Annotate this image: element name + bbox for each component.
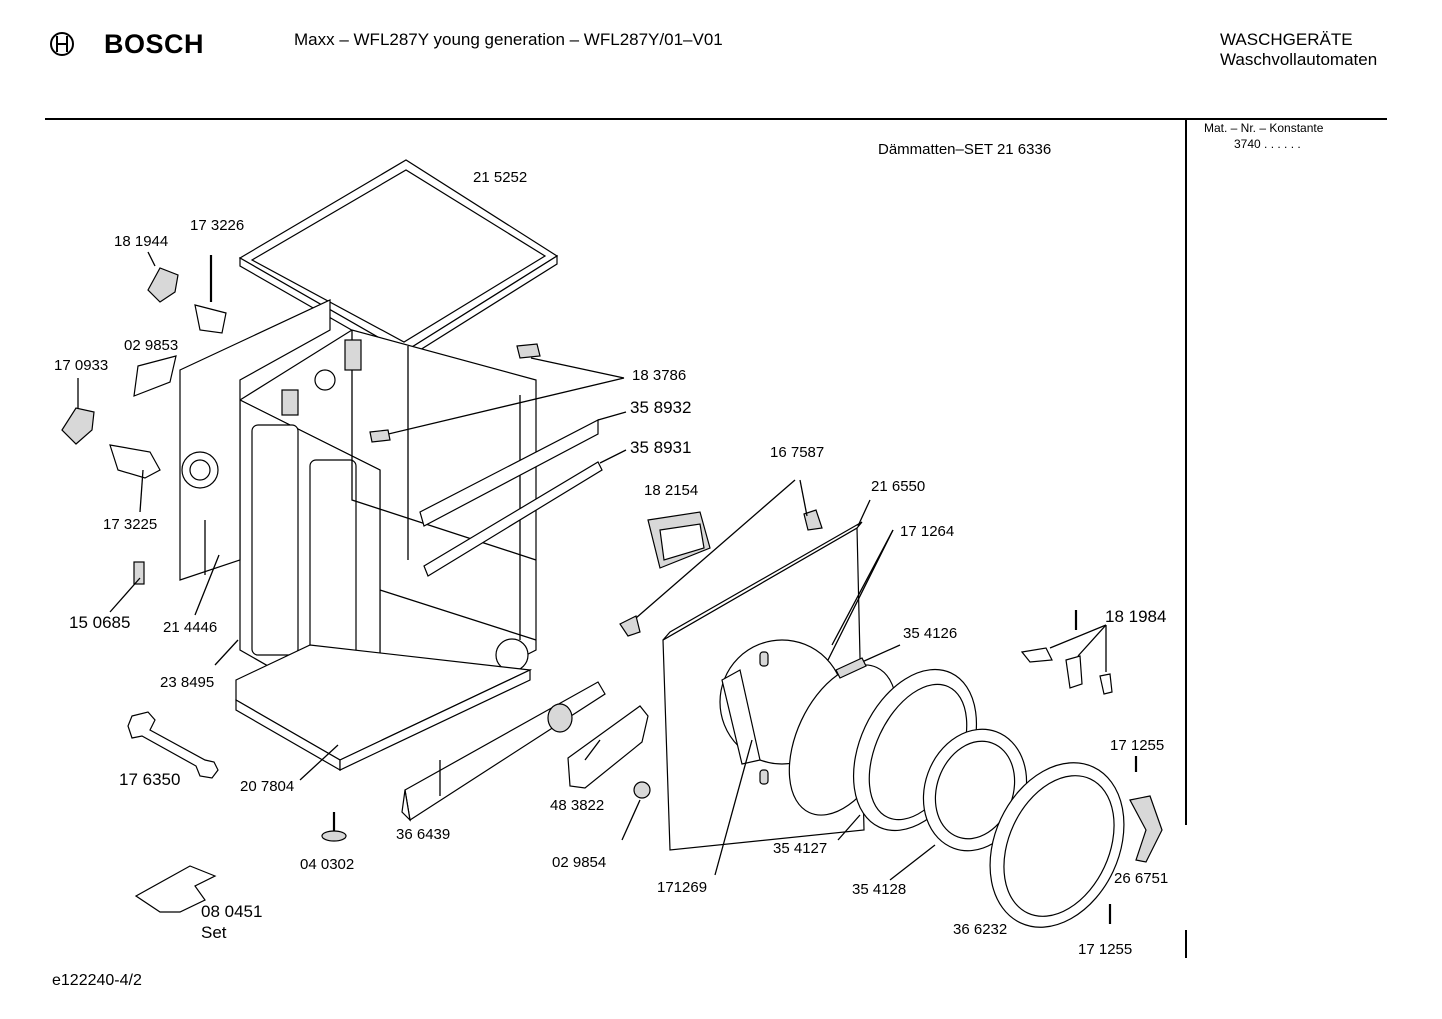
- part-label: 35 8931: [630, 438, 692, 457]
- page-title: Maxx – WFL287Y young generation – WFL287…: [294, 30, 723, 49]
- part-label: 35 8932: [630, 398, 692, 417]
- part-label: 18 3786: [632, 367, 687, 384]
- part-label: 04 0302: [300, 856, 355, 873]
- part-label: 35 4126: [903, 625, 958, 642]
- part-label: 02 9853: [124, 337, 179, 354]
- part-label: 17 3226: [190, 217, 245, 234]
- part-label: 17 1255: [1110, 737, 1165, 754]
- rails: [369, 343, 627, 577]
- part-label: 02 9854: [552, 854, 607, 871]
- bosch-logo-icon: [50, 32, 74, 56]
- part-label: 15 0685: [69, 613, 131, 632]
- part-label: 171269: [657, 879, 708, 896]
- category-line-1: WASCHGERÄTE: [1220, 30, 1353, 49]
- door-ring-outer: [989, 762, 1125, 928]
- part-label: 36 6232: [953, 921, 1008, 938]
- part-label: 20 7804: [240, 778, 295, 795]
- rear-panel: [179, 299, 331, 581]
- brand-name: BOSCH: [104, 29, 205, 59]
- part-label: 18 1944: [114, 233, 169, 250]
- door-glass: [889, 728, 1028, 881]
- part-label: 17 1255: [1078, 941, 1133, 958]
- part-label-set: Set: [201, 923, 227, 942]
- part-label: 26 6751: [1114, 870, 1169, 887]
- part-label: 17 0933: [54, 357, 109, 374]
- base-plate: [235, 644, 533, 772]
- part-label: 18 2154: [644, 482, 699, 499]
- part-label: 35 4128: [852, 881, 907, 898]
- shim-part: [134, 865, 217, 913]
- part-label: 21 6550: [871, 478, 926, 495]
- latch-parts: [1020, 624, 1113, 695]
- insulation-set-note: Dämmatten–SET 21 6336: [878, 141, 1052, 158]
- part-label: 21 5252: [473, 169, 528, 186]
- mat-nr-label: Mat. – Nr. – Konstante: [1204, 121, 1324, 135]
- part-label: 48 3822: [550, 797, 605, 814]
- part-label: 36 6439: [396, 826, 451, 843]
- part-label: 08 0451: [201, 902, 263, 921]
- part-label: 23 8495: [160, 674, 215, 691]
- part-label: 16 7587: [770, 444, 825, 461]
- front-strip: [401, 681, 651, 841]
- part-label: 17 3225: [103, 516, 158, 533]
- drawing-code: e122240-4/2: [52, 972, 142, 989]
- small-parts-left: [61, 251, 239, 666]
- part-label: 35 4127: [773, 840, 828, 857]
- part-label: 17 1264: [900, 523, 955, 540]
- hinge-parts: [1074, 610, 1163, 924]
- wrench-part: [127, 711, 219, 779]
- leader-207804: [299, 744, 339, 781]
- part-label: 21 4446: [163, 619, 218, 636]
- part-label: 17 6350: [119, 770, 181, 789]
- part-label: 18 1984: [1105, 607, 1167, 626]
- cabinet-frame: [238, 329, 537, 732]
- mat-nr-value: 3740 . . . . . .: [1234, 137, 1301, 151]
- door-lock: [647, 511, 711, 569]
- category-line-2: Waschvollautomaten: [1220, 50, 1378, 69]
- foot-part: [321, 812, 347, 842]
